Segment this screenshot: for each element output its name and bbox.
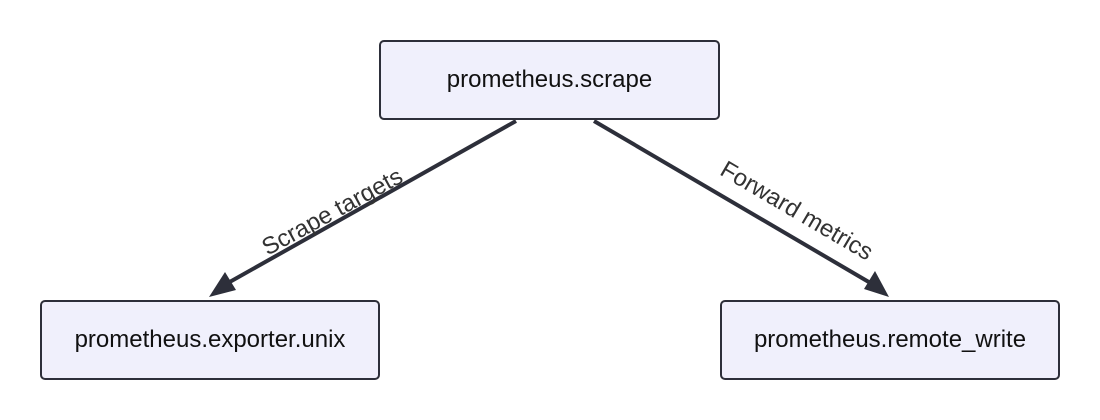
edge-scrape-to-remote-write[interactable]: Forward metrics — [592, 119, 889, 297]
edge-scrape-to-exporter[interactable]: Scrape targets — [209, 119, 517, 297]
node-prometheus-remote-write[interactable]: prometheus.remote_write — [720, 300, 1060, 380]
edge-line-scrape-targets — [218, 119, 517, 290]
node-prometheus-exporter-unix[interactable]: prometheus.exporter.unix — [40, 300, 380, 380]
edge-label-forward-metrics: Forward metrics — [716, 156, 878, 266]
node-prometheus-scrape[interactable]: prometheus.scrape — [379, 40, 720, 120]
node-label-exporter: prometheus.exporter.unix — [74, 326, 346, 353]
edge-line-forward-metrics — [592, 119, 881, 290]
node-label-scrape: prometheus.scrape — [446, 66, 653, 93]
node-label-remote-write: prometheus.remote_write — [753, 326, 1027, 353]
arrow-head-icon — [209, 272, 236, 297]
arrow-head-icon — [864, 271, 889, 297]
edge-label-scrape-targets: Scrape targets — [257, 163, 407, 261]
